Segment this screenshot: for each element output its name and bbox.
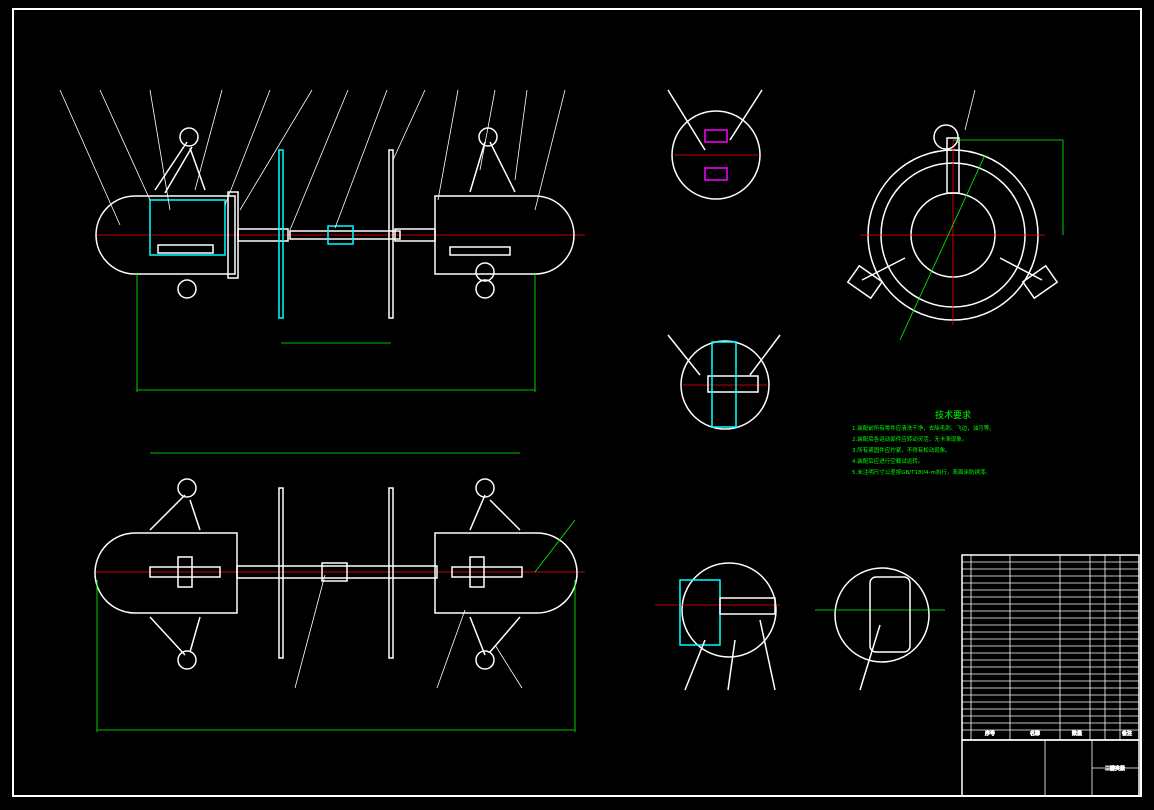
left-clamp-box	[149, 199, 226, 256]
tb-header-4: 备注	[1122, 730, 1132, 737]
bottom-ball-tl	[177, 478, 197, 498]
tb-header-2: 名称	[1030, 730, 1040, 737]
detail-views	[655, 89, 945, 691]
detail-d	[834, 567, 930, 663]
bottom-right-cross-h	[451, 566, 523, 578]
right-capsule	[434, 195, 575, 275]
center-shaft-mid	[289, 230, 401, 240]
left-arm-ball	[179, 127, 199, 147]
coupling	[327, 225, 354, 245]
top-front-view	[59, 89, 585, 392]
drawing-name: 三瓣夹紧	[1105, 765, 1125, 772]
bottom-left-cross-v	[177, 556, 193, 588]
left-arm-link	[189, 147, 206, 191]
right-disc	[388, 149, 394, 319]
detail-c	[681, 562, 777, 658]
top-leaders	[59, 89, 566, 231]
bottom-right-cross-v	[469, 556, 485, 588]
tech-line-2: 2.装配后各运动部件应转动灵活，无卡滞现象。	[852, 435, 967, 443]
bottom-shaft	[236, 565, 438, 579]
tech-line-4: 4.装配后应进行空载试运转。	[852, 457, 923, 465]
left-disc	[278, 149, 284, 319]
right-arm-a	[469, 141, 486, 193]
bottom-right-disc	[388, 487, 394, 659]
center-shaft-left	[237, 228, 289, 242]
right-arm-b	[489, 141, 516, 193]
bottom-ball-bl	[177, 650, 197, 670]
side-top-slot	[946, 137, 960, 194]
side-arm-left	[861, 257, 906, 281]
side-top-knob	[933, 124, 959, 150]
tech-line-1: 1.装配前所有零件应清洗干净，去除毛刺、飞边，油污等。	[852, 424, 995, 432]
right-bottom-ball	[475, 262, 495, 282]
tb-header-3: 数量	[1072, 730, 1082, 737]
bottom-ball-tr	[475, 478, 495, 498]
right-clamp-slot	[449, 246, 511, 256]
right-bottom-ball-2	[475, 279, 495, 299]
side-view	[846, 89, 1064, 341]
bottom-right-capsule	[434, 532, 578, 614]
bottom-ball-br	[475, 650, 495, 670]
parts-list: 序号 名称 数量 备注 三瓣夹紧	[961, 554, 1140, 797]
left-capsule	[95, 195, 236, 275]
bottom-plan-view	[94, 452, 585, 732]
bottom-left-cross-h	[149, 566, 221, 578]
bottom-coupling	[321, 562, 348, 582]
tech-requirements: 技术要求 1.装配前所有零件应清洗干净，去除毛刺、飞边，油污等。 2.装配后各运…	[852, 409, 995, 476]
detail-a	[671, 110, 761, 200]
tech-line-3: 3.所有紧固件应拧紧，不得有松动现象。	[852, 446, 951, 454]
tech-title: 技术要求	[935, 409, 971, 421]
left-clamp-inner	[157, 244, 214, 254]
outer-frame	[12, 8, 1142, 797]
left-arm-upper	[154, 141, 188, 191]
tech-line-5: 5.未注明尺寸公差按GB/T1804-m执行，表面涂防锈漆。	[852, 468, 991, 476]
bottom-left-disc	[278, 487, 284, 659]
tb-header-1: 序号	[985, 730, 995, 737]
left-bottom-ball	[177, 279, 197, 299]
bottom-left-capsule	[94, 532, 238, 614]
side-arm-right	[999, 257, 1043, 281]
left-arm-upper-b	[164, 146, 193, 194]
detail-b	[680, 340, 770, 430]
